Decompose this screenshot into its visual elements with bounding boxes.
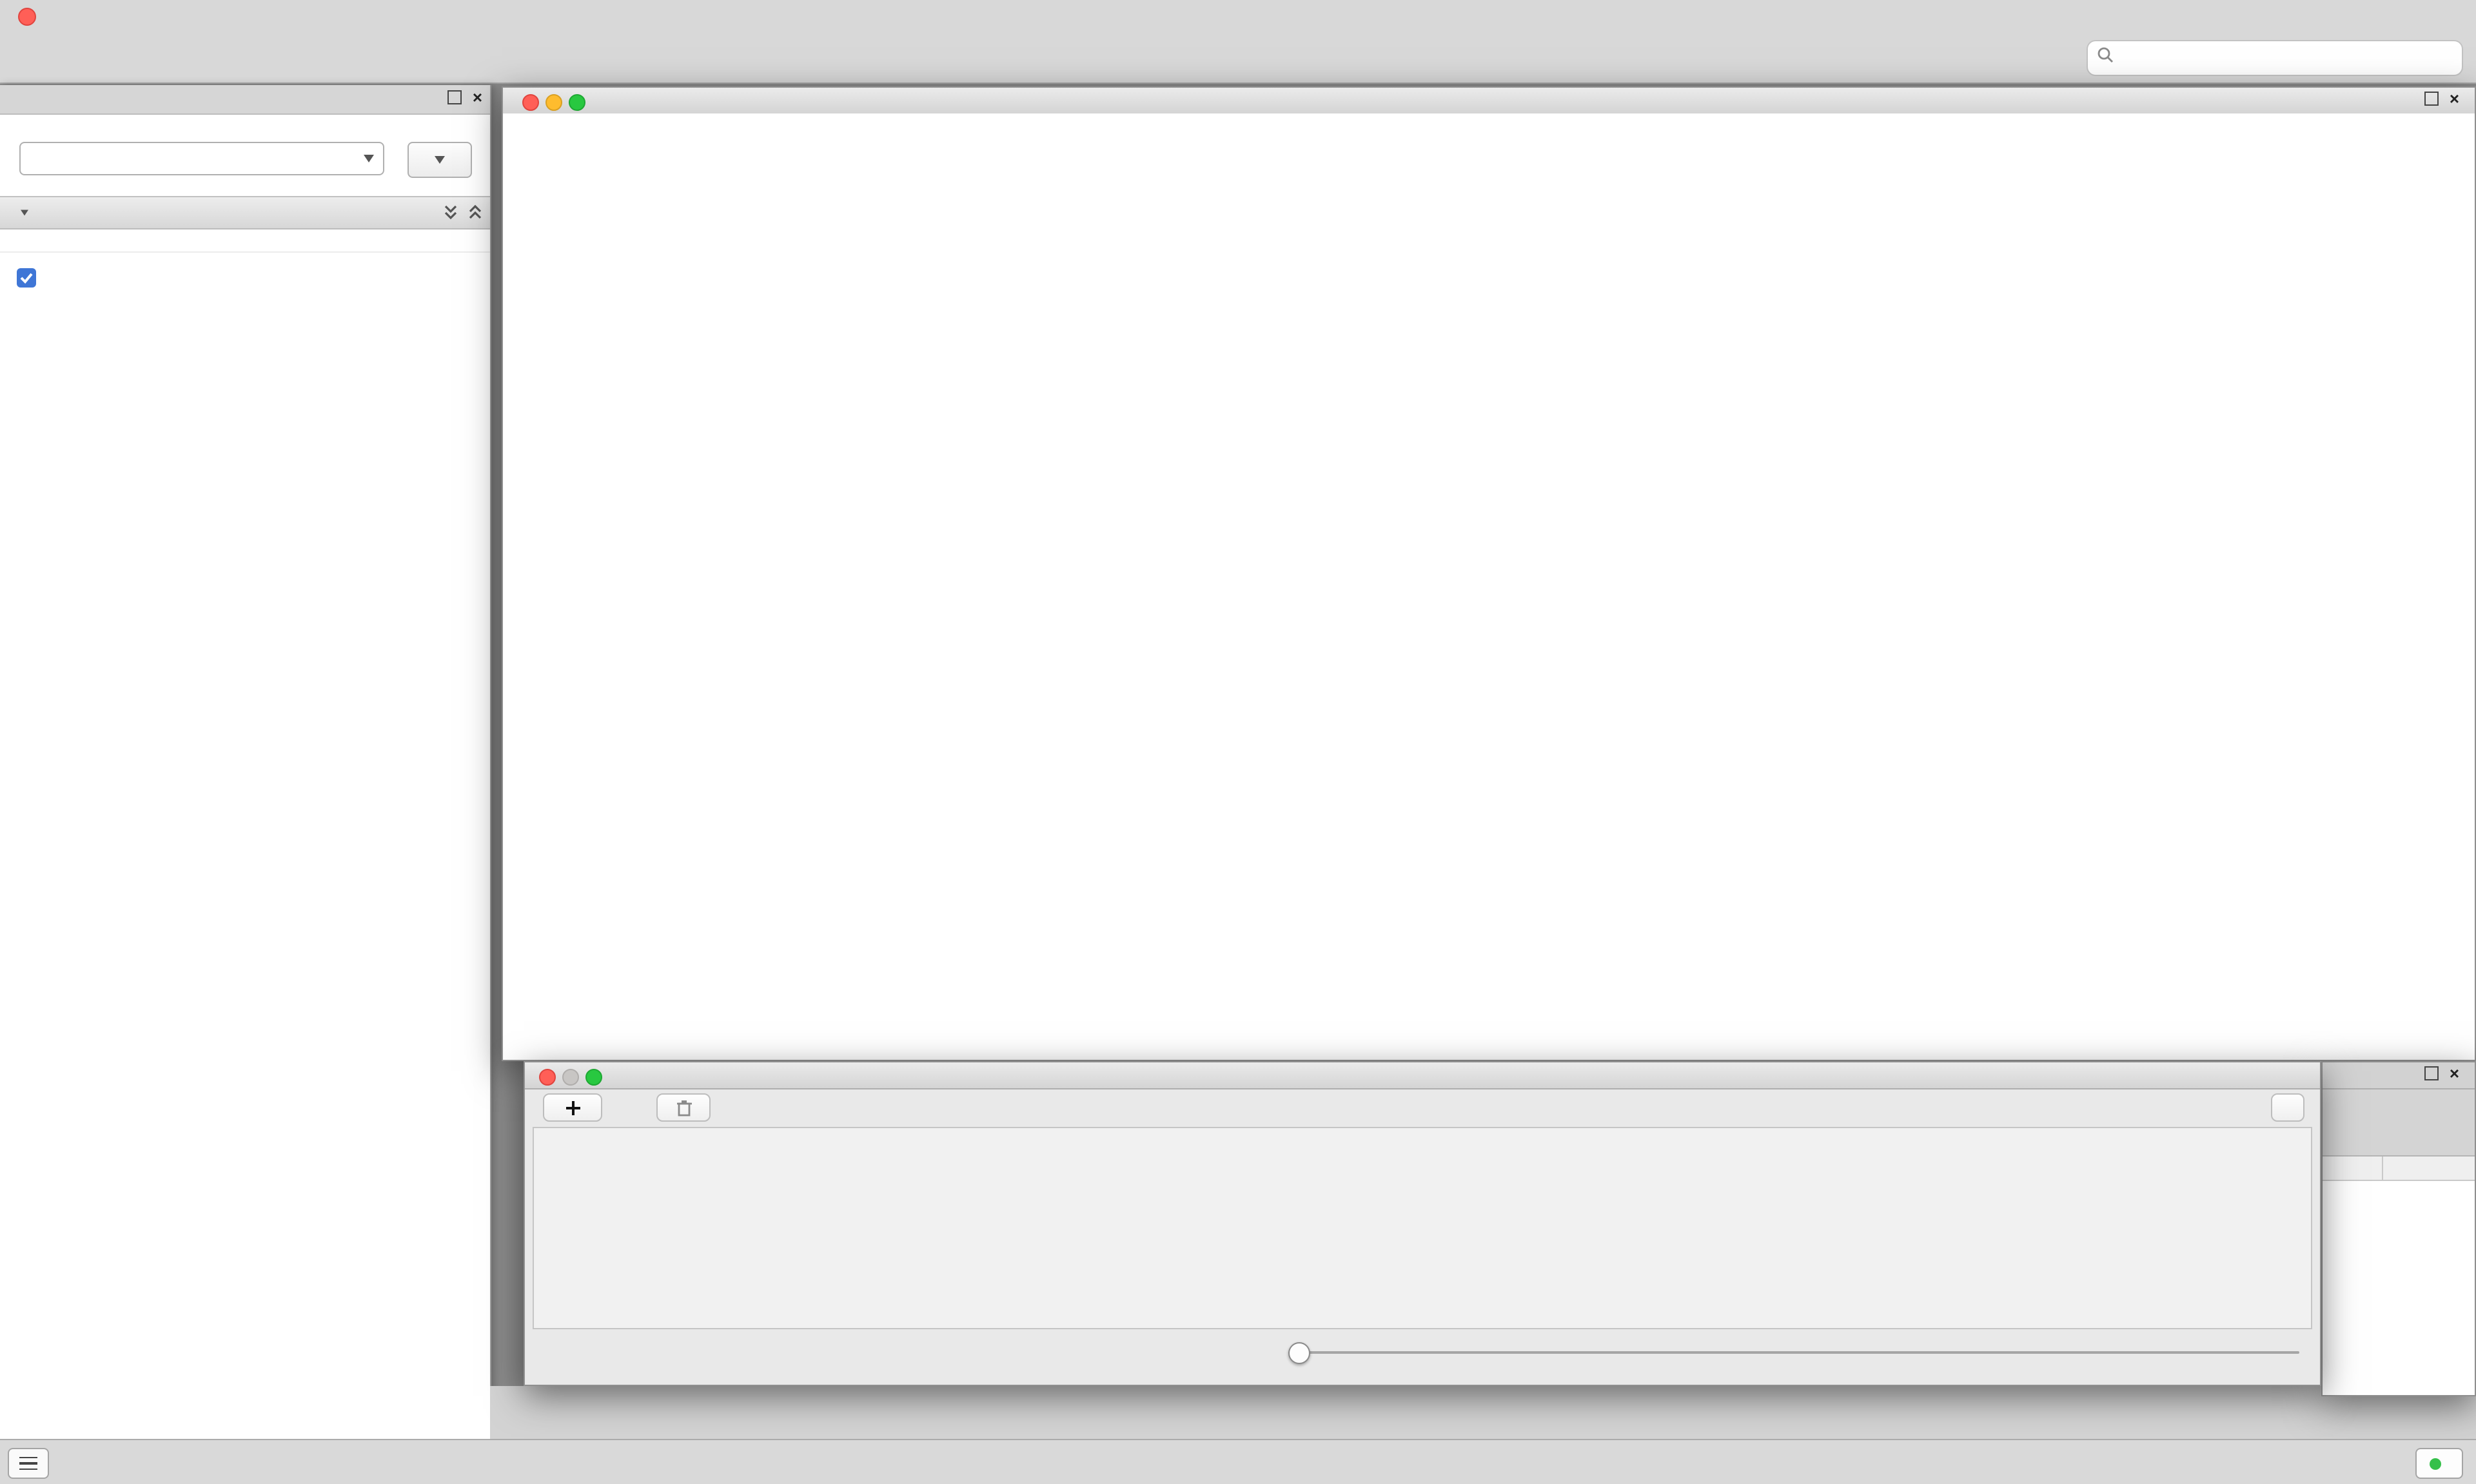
float-table-panel-icon[interactable]	[2424, 1066, 2439, 1080]
delete-frame-button[interactable]	[656, 1093, 711, 1122]
memory-button[interactable]	[2415, 1448, 2463, 1479]
menu-icon[interactable]	[8, 1448, 49, 1479]
style-dropdown[interactable]	[19, 142, 384, 175]
network-window: ×	[502, 86, 2476, 1061]
search-box[interactable]	[2087, 40, 2463, 76]
animator-window	[524, 1061, 2321, 1386]
properties-header[interactable]	[0, 196, 490, 229]
window-close-button[interactable]	[18, 8, 36, 26]
plus-icon	[565, 1100, 580, 1115]
slider-track[interactable]	[1288, 1351, 2299, 1354]
close-window-button[interactable]	[522, 93, 539, 110]
node-table-header[interactable]	[2323, 1157, 2475, 1181]
collapse-all-icon[interactable]	[444, 204, 458, 220]
lock-size-checkbox[interactable]	[17, 268, 36, 288]
zoom-window-button[interactable]	[585, 1068, 602, 1085]
animation-speed-slider[interactable]	[1288, 1338, 2299, 1367]
search-icon	[2097, 46, 2114, 70]
network-window-titlebar[interactable]: ×	[503, 88, 2475, 115]
float-panel-icon[interactable]	[447, 90, 462, 104]
control-panel: ×	[0, 85, 491, 1440]
zoom-window-button[interactable]	[569, 93, 585, 110]
lock-size-row[interactable]	[17, 268, 490, 288]
trash-icon	[676, 1100, 691, 1117]
minimize-window-button[interactable]	[545, 93, 562, 110]
expand-all-icon[interactable]	[468, 204, 482, 220]
close-window-button[interactable]	[539, 1068, 556, 1085]
status-bar	[0, 1439, 2476, 1484]
add-frame-button[interactable]	[543, 1093, 602, 1122]
search-input[interactable]	[2119, 47, 2462, 69]
chevron-down-icon	[364, 155, 374, 162]
bottom-strip	[490, 1386, 2476, 1440]
column-header[interactable]	[2323, 1157, 2383, 1180]
minimize-window-button[interactable]	[562, 1068, 579, 1085]
column-header[interactable]	[2383, 1157, 2475, 1180]
close-table-panel-icon[interactable]: ×	[2449, 1064, 2459, 1083]
slider-handle[interactable]	[1288, 1342, 1310, 1364]
control-panel-header: ×	[0, 85, 490, 115]
style-selector-row	[19, 142, 472, 178]
table-panel: ×	[2321, 1061, 2476, 1396]
window-titlebar	[0, 0, 2476, 32]
node-table	[2323, 1155, 2475, 1395]
animator-titlebar[interactable]	[525, 1062, 2320, 1089]
main-toolbar	[0, 31, 2476, 84]
close-panel-icon[interactable]: ×	[472, 88, 482, 107]
clear-all-frames-button[interactable]	[2271, 1093, 2304, 1122]
table-panel-titlebar: ×	[2323, 1062, 2475, 1089]
timeline[interactable]	[533, 1127, 2312, 1329]
properties-columns	[0, 229, 490, 253]
chevron-down-icon	[21, 210, 28, 216]
chevron-down-icon	[435, 156, 445, 164]
style-options-button[interactable]	[408, 142, 472, 178]
close-window-icon[interactable]: ×	[2449, 89, 2459, 108]
network-canvas[interactable]	[503, 113, 2475, 1060]
memory-status-icon	[2430, 1458, 2441, 1469]
float-window-icon[interactable]	[2424, 92, 2439, 106]
